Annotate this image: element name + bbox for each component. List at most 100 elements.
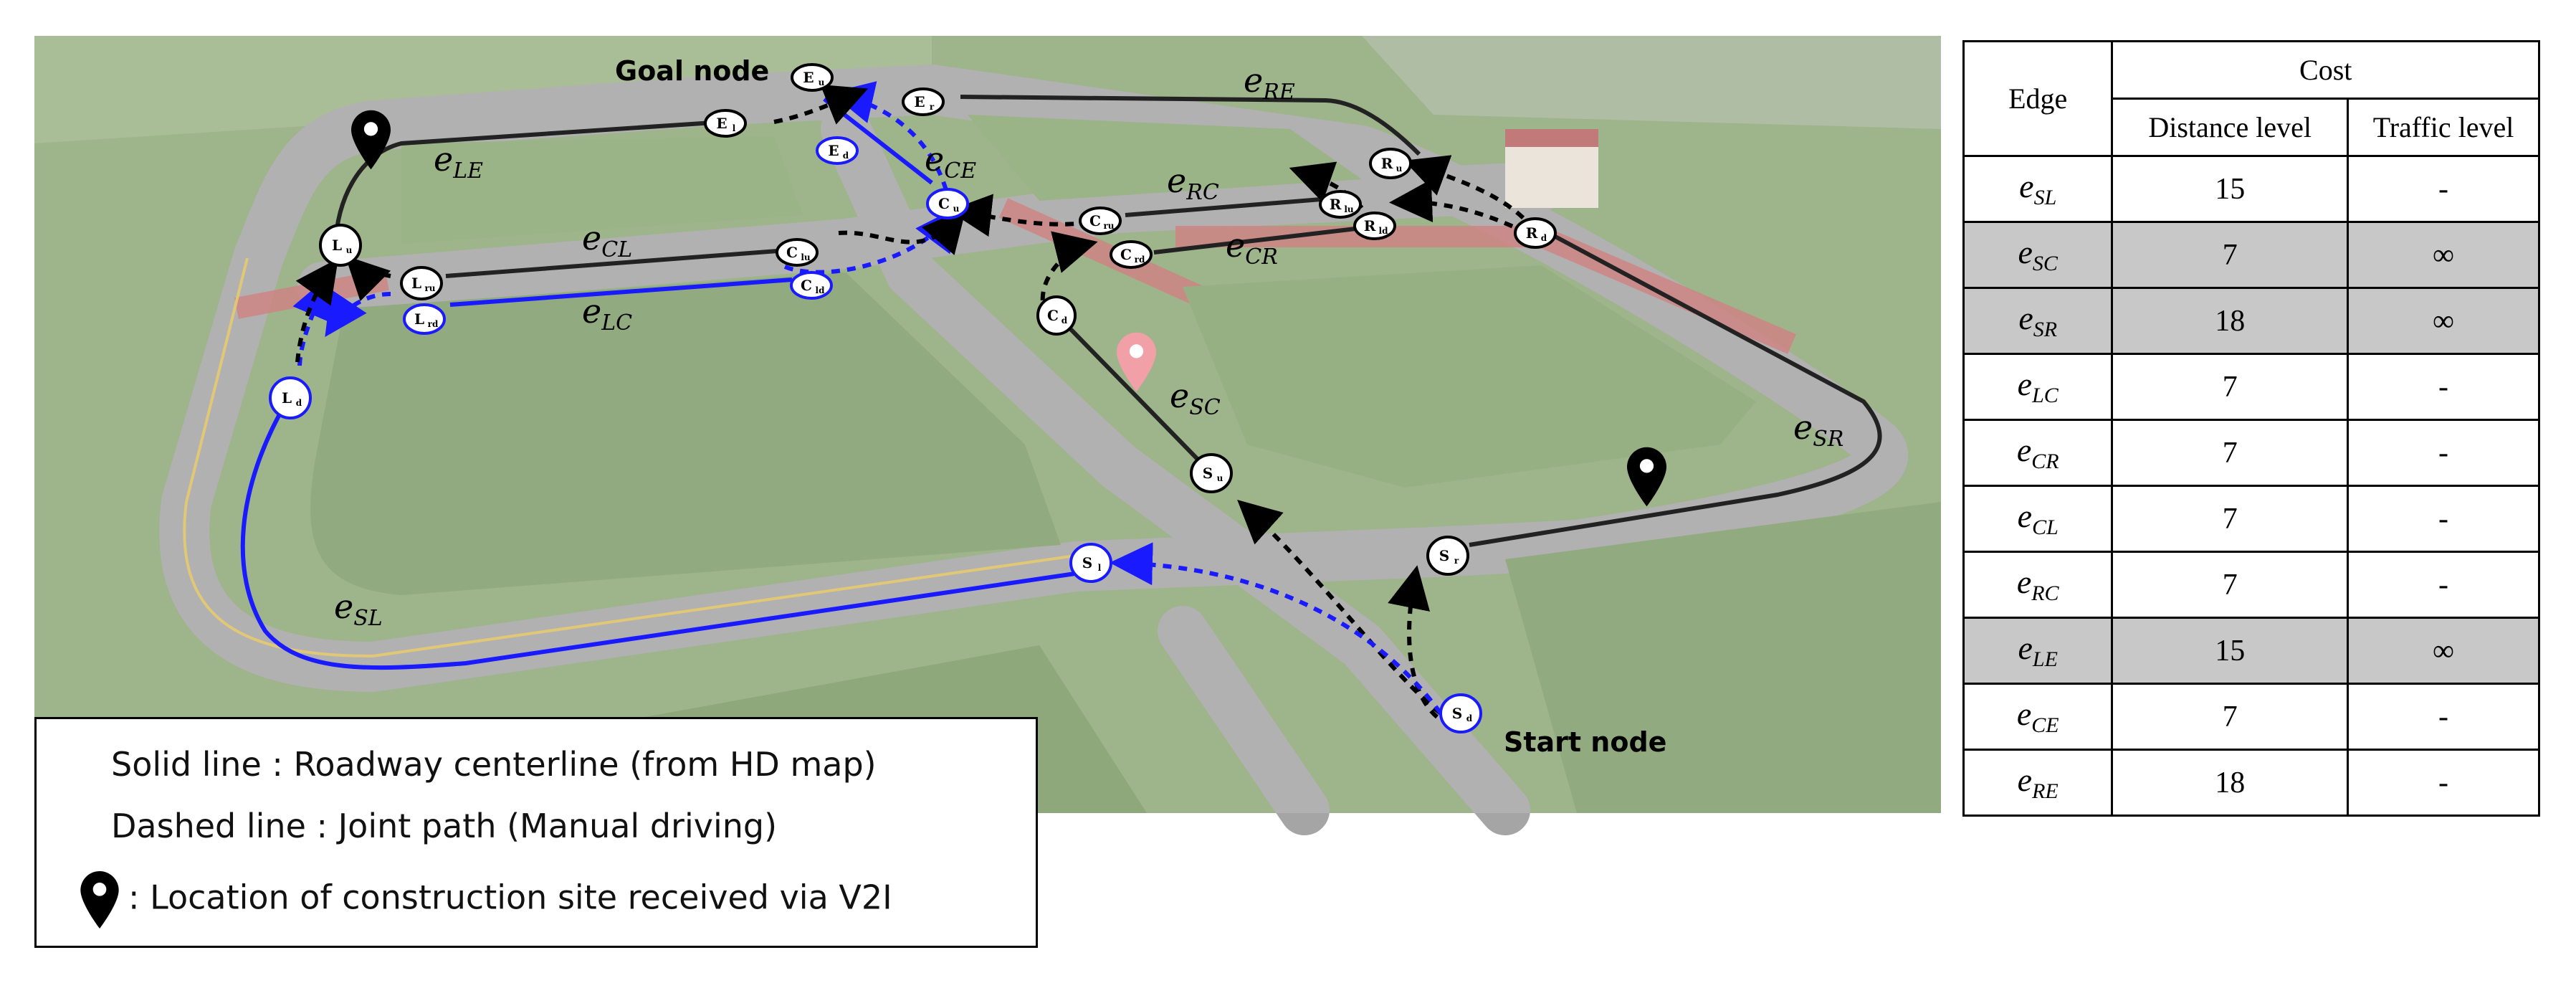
edge-name: eSL [2019,168,2057,210]
svg-text:lu: lu [1344,204,1354,214]
distance-cell: 18 [2111,749,2349,817]
header-cost: Cost [2111,40,2540,100]
edge-name: eCE [2016,695,2059,738]
edge-label-e-le: eLE [434,140,483,184]
legend-pin-row: : Location of construction site received… [78,871,892,929]
svg-text:d: d [296,398,302,408]
table-row: eLE 15∞ [1962,617,2540,685]
edge-label-e-cr: eCR [1226,226,1278,270]
goal-node-label: Goal node [615,55,769,87]
edge-label-e-lc: eLC [582,292,632,336]
distance-cell: 7 [2111,221,2349,289]
distance-cell: 15 [2111,617,2349,685]
svg-text:E: E [803,69,814,86]
svg-text:S: S [1082,554,1092,571]
edge-label-e-sr: eSR [1793,408,1843,452]
edge-name: eLE [2018,630,2058,672]
svg-text:u: u [819,77,825,87]
edge-label-e-ce: eCE [925,140,976,184]
svg-text:C: C [786,244,798,261]
traffic-cell: - [2347,485,2540,553]
svg-text:C: C [1047,307,1059,324]
centerline-e-sc [1059,317,1213,475]
svg-text:S: S [1452,705,1462,722]
header-distance: Distance level [2111,98,2349,157]
edge-label-e-re: eRE [1244,61,1295,105]
svg-text:R: R [1381,155,1393,172]
svg-text:rd: rd [1135,255,1145,265]
edge-cell: eLE [1962,617,2114,685]
centerline-e-lc [449,277,793,307]
traffic-cell: - [2347,419,2540,487]
svg-text:u: u [953,204,960,214]
edge-cell: eCR [1962,419,2114,487]
distance-cell: 15 [2111,155,2349,223]
edge-name: eSC [2018,234,2058,276]
table-row: eCE 7- [1962,683,2540,751]
svg-text:u: u [346,245,353,255]
svg-text:C: C [1089,212,1101,229]
edge-cell: eSC [1962,221,2114,289]
edge-name: eLC [2017,366,2059,408]
centerline-e-sl [240,400,1076,670]
svg-text:C: C [1120,246,1132,263]
svg-text:d: d [843,151,849,161]
distance-cell: 7 [2111,683,2349,751]
start-node-label: Start node [1504,726,1666,758]
svg-text:S: S [1439,547,1449,564]
edge-name: eRE [2017,761,2059,804]
traffic-cell: ∞ [2347,287,2540,355]
svg-text:E: E [716,115,727,132]
svg-text:rd: rd [428,319,439,329]
distance-cell: 18 [2111,287,2349,355]
traffic-cell: - [2347,683,2540,751]
svg-text:lu: lu [801,252,811,262]
edge-label-e-sl: eSL [334,587,383,631]
svg-text:C: C [801,277,812,294]
svg-text:d: d [1466,713,1473,723]
edge-label-e-sc: eSC [1170,376,1221,420]
edge-label-e-cl: eCL [582,219,632,262]
traffic-cell: ∞ [2347,617,2540,685]
svg-text:C: C [938,195,950,212]
pin-icon [80,871,119,929]
cost-table: Edge Cost Distance level Traffic level e… [1962,40,2540,817]
svg-text:ru: ru [424,283,435,293]
svg-text:l: l [1098,563,1102,573]
traffic-cell: - [2347,551,2540,619]
svg-text:R: R [1526,224,1538,242]
distance-cell: 7 [2111,353,2349,421]
aerial-photo [34,36,1941,835]
edge-name: eCR [2016,432,2059,474]
edge-cell: eRE [1962,749,2114,817]
svg-text:ru: ru [1103,221,1114,231]
svg-text:ld: ld [1379,226,1389,236]
centerline-e-re [960,95,1421,156]
distance-cell: 7 [2111,551,2349,619]
svg-text:u: u [1396,163,1403,174]
table-row: eLC 7- [1962,353,2540,421]
edge-name: eCL [2017,498,2059,540]
header-traffic: Traffic level [2347,98,2540,157]
edge-cell: eLC [1962,353,2114,421]
traffic-cell: - [2347,353,2540,421]
svg-text:L: L [414,310,424,328]
edge-label-e-rc: eRC [1167,161,1219,205]
